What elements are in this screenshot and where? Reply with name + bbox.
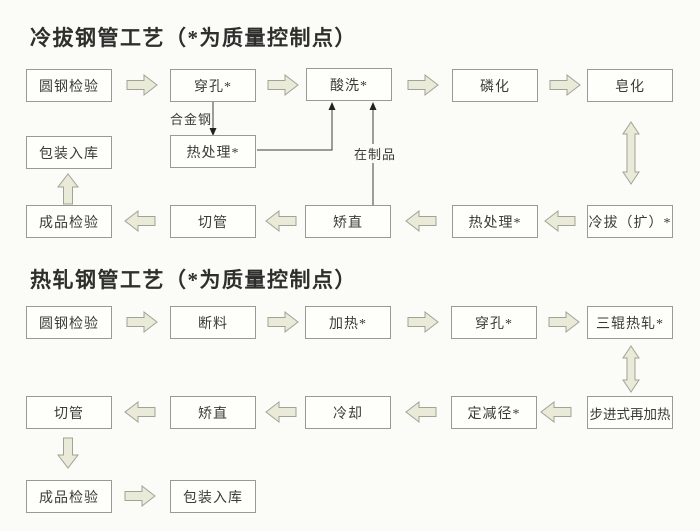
arrow-double-vertical-icon <box>622 121 640 185</box>
arrow-right-icon <box>549 74 581 96</box>
arrow-right-icon <box>267 74 299 96</box>
arrow-right-icon <box>548 311 580 333</box>
arrow-right-icon <box>407 74 439 96</box>
node-phosphating: 磷化 <box>452 69 538 102</box>
node-hot-pipe-cutting: 切管 <box>26 396 112 429</box>
node-sizing-reducing: 定减径* <box>451 396 537 429</box>
arrow-up-icon <box>57 173 79 205</box>
connector-heat-treatment-to-pickling <box>257 109 333 151</box>
node-cold-round-steel-inspection: 圆钢检验 <box>26 69 112 102</box>
alloy-steel-label: 合金钢 <box>170 112 213 127</box>
node-hot-finished-inspection: 成品检验 <box>26 480 112 513</box>
section2-title: 热轧钢管工艺（*为质量控制点） <box>30 268 357 292</box>
node-cold-packing-storage: 包装入库 <box>26 136 112 169</box>
node-alloy-heat-treatment: 热处理* <box>170 135 256 168</box>
arrow-right-icon <box>126 311 158 333</box>
node-three-roll-hot-rolling: 三辊热轧* <box>587 306 673 339</box>
arrow-left-icon <box>265 401 297 423</box>
arrowhead-up-icon <box>328 102 336 110</box>
arrowhead-down-icon <box>209 128 217 136</box>
arrow-left-icon <box>124 401 156 423</box>
node-saponification: 皂化 <box>587 69 673 102</box>
in-process-label: 在制品 <box>353 144 398 163</box>
node-pickling: 酸洗* <box>306 68 392 101</box>
node-cold-finished-inspection: 成品检验 <box>26 205 112 238</box>
arrow-left-icon <box>405 210 437 232</box>
node-hot-straightening: 矫直 <box>170 396 256 429</box>
arrow-right-icon <box>407 311 439 333</box>
node-cold-drawing-expanding: 冷拔（扩）* <box>587 205 673 238</box>
node-heating: 加热* <box>305 306 391 339</box>
arrow-right-icon <box>126 74 158 96</box>
node-hot-packing-storage: 包装入库 <box>170 480 256 513</box>
node-cold-piercing: 穿孔* <box>170 69 256 102</box>
section1-title: 冷拔钢管工艺（*为质量控制点） <box>30 26 357 50</box>
node-hot-round-steel-inspection: 圆钢检验 <box>26 306 112 339</box>
arrow-left-icon <box>544 210 576 232</box>
arrow-left-icon <box>405 401 437 423</box>
arrow-left-icon <box>124 210 156 232</box>
node-billet-cutting: 断料 <box>170 306 256 339</box>
node-cooling: 冷却 <box>305 396 391 429</box>
arrow-left-icon <box>540 401 572 423</box>
node-cold-pipe-cutting: 切管 <box>170 205 256 238</box>
node-cold-heat-treatment: 热处理* <box>452 205 538 238</box>
arrow-left-icon <box>265 210 297 232</box>
arrow-right-icon <box>267 311 299 333</box>
arrowhead-up-icon <box>369 102 377 110</box>
node-hot-piercing: 穿孔* <box>451 306 537 339</box>
node-walking-beam-reheating: 步进式再加热 <box>587 396 673 429</box>
arrow-double-vertical-icon <box>622 345 640 393</box>
arrow-right-icon <box>124 485 156 507</box>
node-cold-straightening: 矫直 <box>305 205 391 238</box>
arrow-down-icon <box>57 437 79 469</box>
